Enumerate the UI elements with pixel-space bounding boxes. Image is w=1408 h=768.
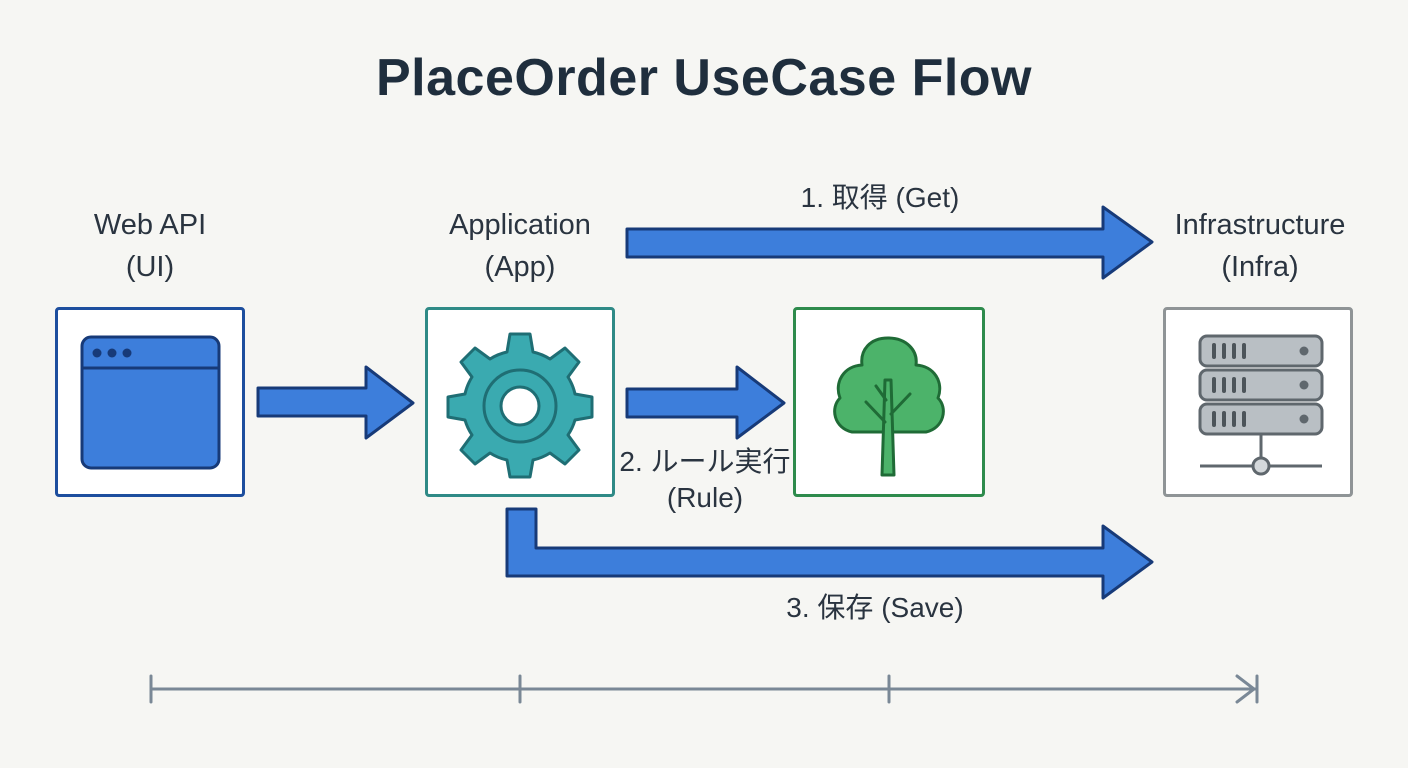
get-step-label: 1. 取得 (Get) <box>800 182 960 213</box>
rule-step-line1: 2. ルール実行 <box>619 446 791 477</box>
timeline-axis <box>149 674 1259 704</box>
save-step-label: 3. 保存 (Save) <box>786 592 964 623</box>
rule-arrow <box>625 365 786 440</box>
application-name: Application <box>449 209 591 241</box>
tree-icon <box>833 336 945 477</box>
rule-step-label: 2. ルール実行 (Rule) <box>600 444 810 516</box>
browser-window-icon <box>80 335 221 470</box>
web-api-node <box>55 307 245 497</box>
ui-to-app-arrow <box>256 365 415 440</box>
diagram-title: PlaceOrder UseCase Flow <box>375 49 1032 107</box>
infrastructure-abbr: (Infra) <box>1221 251 1299 283</box>
infrastructure-label: Infrastructure (Infra) <box>1160 204 1360 288</box>
save-arrow <box>505 507 1154 600</box>
web-api-name: Web API <box>93 209 207 241</box>
rule-step-line2: (Rule) <box>666 482 744 513</box>
application-node <box>425 307 615 497</box>
application-abbr: (App) <box>484 251 556 283</box>
get-arrow <box>625 205 1154 280</box>
server-rack-icon <box>1198 334 1324 476</box>
domain-node <box>793 307 985 497</box>
web-api-label: Web API (UI) <box>60 204 240 288</box>
application-label: Application (App) <box>420 204 620 288</box>
web-api-abbr: (UI) <box>125 251 175 283</box>
gear-icon <box>446 332 594 479</box>
infrastructure-node <box>1163 307 1353 497</box>
infrastructure-name: Infrastructure <box>1174 209 1346 241</box>
